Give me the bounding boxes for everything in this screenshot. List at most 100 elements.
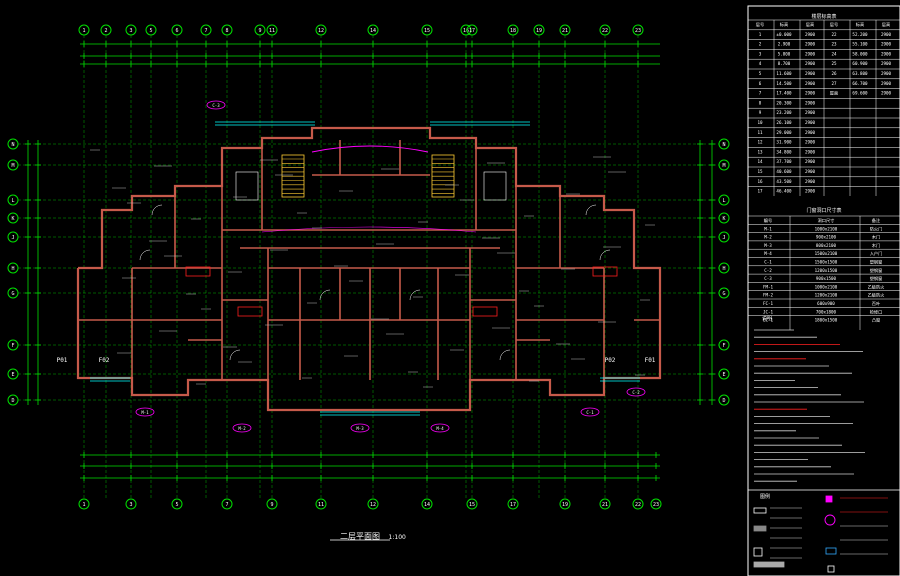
callout-text: M-3: [356, 426, 364, 431]
floor-table-cell: 69.600: [852, 91, 868, 96]
axis-label-bottom: 12: [370, 502, 376, 508]
schedule-cell: 检修口: [870, 308, 883, 315]
floor-table-cell: 2900: [805, 120, 816, 125]
floor-table-cell: 17: [757, 189, 763, 194]
axis-label-bottom: 11: [318, 502, 324, 508]
floor-table-cell: 11: [757, 130, 763, 135]
door-swing: [139, 249, 151, 261]
floor-table-cell: 2900: [881, 61, 892, 66]
floor-table-cell: 9: [759, 110, 762, 115]
axis-label-top: 15: [424, 28, 430, 34]
schedule-cell: 1200x2100: [815, 293, 838, 298]
schedule-cell: 备注: [872, 217, 881, 224]
axis-label-bottom: 17: [510, 502, 516, 508]
floor-table-cell: 60.900: [852, 61, 868, 66]
floor-table-cell: 58.000: [852, 51, 868, 56]
floor-table-cell: 2900: [881, 51, 892, 56]
axis-label-top: 14: [370, 28, 376, 34]
axis-bubble-bottom: [315, 498, 327, 510]
schedule-cell: 木门: [872, 242, 880, 249]
axis-label-top: 5: [149, 28, 152, 34]
floor-table-cell: ±0.000: [776, 32, 792, 37]
schedule-cell: 塑钢窗: [870, 267, 883, 274]
floor-table-cell: 4: [759, 61, 762, 66]
floor-table-cell: 24: [831, 51, 837, 56]
legend-swatch: [753, 561, 785, 568]
schedule-cell: 乙级防火: [868, 292, 886, 299]
floor-table-cell: 2900: [805, 140, 816, 145]
floor-table-cell: 2900: [805, 169, 816, 174]
axis-label-bottom: 7: [225, 502, 228, 508]
floor-table-cell: 2900: [881, 42, 892, 47]
drawing-title: 二层平面图 1:100: [340, 531, 406, 542]
floor-table-cell: 2900: [805, 81, 816, 86]
floor-table-cell: 2900: [805, 100, 816, 105]
floor-table-cell: 层号: [830, 22, 838, 28]
schedule-cell: 800x2100: [816, 243, 837, 248]
floor-table-cell: 37.700: [776, 159, 792, 164]
floor-table-cell: 15: [757, 169, 763, 174]
callout-ellipse: [206, 100, 226, 110]
schedule-cell: M-1: [764, 226, 772, 231]
schedule-cell: C-3: [764, 276, 772, 281]
floor-table-cell: 8.700: [778, 61, 791, 66]
schedule-cell: 1000x2100: [815, 226, 838, 231]
schedule-cell: FC-1: [763, 301, 774, 306]
schedule-cell: 1500x1500: [815, 260, 838, 265]
callout-ellipse: [430, 423, 450, 433]
floor-table-cell: 2900: [805, 179, 816, 184]
floor-table-cell: 1: [759, 32, 762, 37]
floor-table-cell: 20.300: [776, 100, 792, 105]
floor-table-cell: 2900: [805, 51, 816, 56]
info-panel-border: [747, 5, 900, 576]
door-swing: [229, 349, 241, 361]
axis-label-top: 1: [82, 28, 85, 34]
schedule-cell: 1000x2100: [815, 284, 838, 289]
door-swing: [409, 289, 421, 301]
schedule-cell: 1800x1500: [815, 318, 838, 323]
door-swing: [319, 289, 331, 301]
axis-label-bottom: 21: [602, 502, 608, 508]
floor-table-cell: 23: [831, 42, 837, 47]
axis-bubble-bottom: [559, 498, 571, 510]
door-swing: [151, 204, 163, 216]
schedule-cell: 600x900: [817, 301, 835, 306]
zone-label-box: [472, 306, 498, 317]
schedule-cell: 塑钢窗: [870, 259, 883, 266]
axis-label-bottom: 9: [270, 502, 273, 508]
drawing-title-text: 二层平面图: [340, 532, 380, 541]
axis-label-top: 16: [463, 28, 469, 34]
axis-label-left: M: [11, 163, 14, 169]
axis-bubble-bottom: [78, 498, 90, 510]
schedule-cell: 百叶: [872, 300, 881, 307]
floor-table-cell: 层高: [882, 21, 890, 28]
floor-table-cell: 2900: [805, 32, 816, 37]
floor-table-cell: 22: [831, 32, 837, 37]
door-swing: [585, 204, 597, 216]
axis-label-top: 18: [510, 28, 516, 34]
schedule-cell: 洞口尺寸: [818, 217, 835, 224]
schedule-cell: FM-1: [763, 284, 774, 289]
room-tag: F02: [99, 357, 110, 364]
schedule-cell: 防火门: [870, 225, 883, 232]
floor-table-cell: 29.000: [776, 130, 792, 135]
door-swing: [599, 249, 611, 261]
floor-table-cell: 屋面: [830, 91, 838, 97]
floor-table-cell: 31.900: [776, 140, 792, 145]
floor-table-cell: 52.200: [852, 32, 868, 37]
axis-label-right: J: [722, 235, 725, 241]
axis-bubble-bottom: [466, 498, 478, 510]
floor-table-cell: 16: [757, 179, 763, 184]
axis-label-left: H: [11, 266, 14, 272]
floor-table-cell: 层号: [756, 22, 764, 28]
floor-table-cell: 14: [757, 159, 763, 164]
floor-table-title: 楼层标高表: [811, 13, 836, 20]
axis-label-right: F: [722, 343, 725, 349]
callout-ellipse: [626, 387, 646, 397]
callout-ellipse: [580, 407, 600, 417]
legend-swatch: [825, 495, 833, 503]
elevator-shaft: [483, 171, 507, 201]
axis-label-top: 3: [129, 28, 132, 34]
schedule-cell: C-2: [764, 268, 772, 273]
axis-label-top: 8: [225, 28, 228, 34]
